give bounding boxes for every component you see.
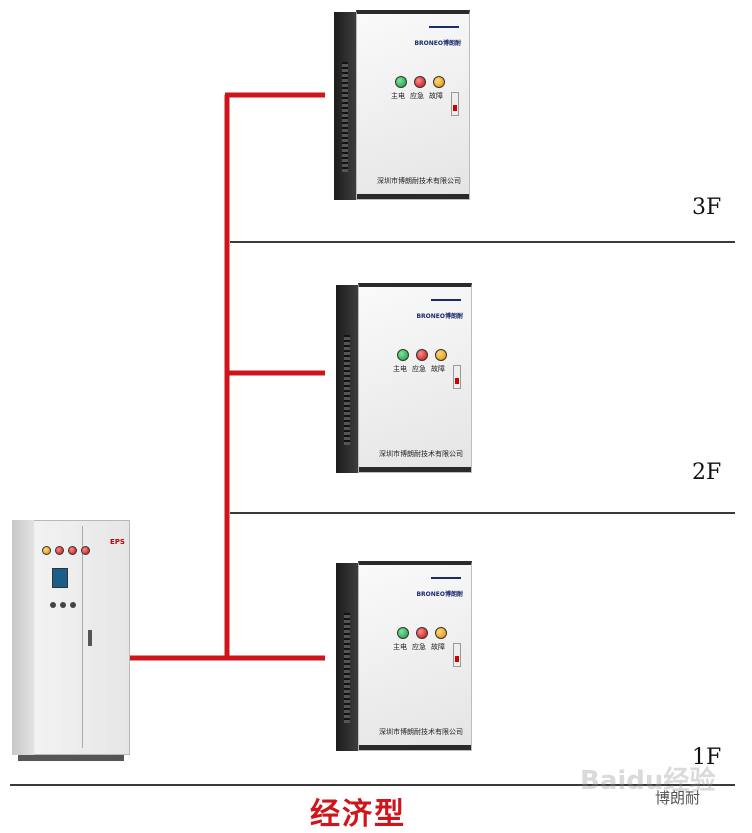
brand-logo-icon bbox=[431, 577, 461, 589]
brand-name: BRONEO博朗耐 bbox=[416, 591, 463, 598]
cabinet-handle-icon bbox=[88, 630, 92, 646]
box-bottom-strip bbox=[359, 745, 471, 750]
amber-lamp-icon bbox=[435, 349, 447, 361]
floor-label-1f: 1F bbox=[692, 745, 722, 770]
lamp-label: 应急 bbox=[412, 365, 426, 373]
box-bottom-strip bbox=[359, 467, 471, 472]
company-name: 深圳市博朗耐技术有限公司 bbox=[377, 177, 461, 185]
knob-icon bbox=[60, 602, 66, 608]
box-front-panel: BRONEO博朗耐 主电 应急 故障 深圳市博朗耐技术有限公司 bbox=[356, 10, 470, 200]
red-lamp-icon bbox=[81, 546, 90, 555]
lamp-label: 应急 bbox=[412, 643, 426, 651]
distribution-box-2f: BRONEO博朗耐 主电 应急 故障 深圳市博朗耐技术有限公司 bbox=[336, 283, 472, 473]
cabinet-side bbox=[12, 520, 34, 755]
company-name: 深圳市博朗耐技术有限公司 bbox=[379, 450, 463, 458]
switch-icon bbox=[453, 643, 461, 667]
amber-lamp-icon bbox=[42, 546, 51, 555]
knob-icon bbox=[50, 602, 56, 608]
amber-lamp-icon bbox=[433, 76, 445, 88]
indicator-lamps bbox=[395, 76, 445, 88]
box-side-vent bbox=[336, 563, 358, 751]
cabinet-label: EPS bbox=[110, 538, 125, 546]
wire-lines bbox=[130, 92, 325, 661]
lamp-label: 主电 bbox=[391, 92, 405, 100]
brand-name: BRONEO博朗耐 bbox=[414, 40, 461, 47]
red-lamp-icon bbox=[414, 76, 426, 88]
floor-line-3f bbox=[230, 241, 735, 243]
company-name: 深圳市博朗耐技术有限公司 bbox=[379, 728, 463, 736]
red-lamp-icon bbox=[416, 627, 428, 639]
knob-icon bbox=[70, 602, 76, 608]
diagram-caption: 经济型 bbox=[310, 797, 406, 832]
distribution-box-3f: BRONEO博朗耐 主电 应急 故障 深圳市博朗耐技术有限公司 bbox=[334, 10, 470, 200]
lamp-label: 故障 bbox=[431, 643, 445, 651]
lamp-labels: 主电 应急 故障 bbox=[391, 91, 443, 101]
cabinet-lamps bbox=[42, 546, 90, 555]
box-bottom-strip bbox=[357, 194, 469, 199]
green-lamp-icon bbox=[395, 76, 407, 88]
switch-icon bbox=[453, 365, 461, 389]
lamp-label: 主电 bbox=[393, 365, 407, 373]
lamp-label: 故障 bbox=[429, 92, 443, 100]
cabinet-knobs bbox=[50, 602, 76, 608]
floor-label-2f: 2F bbox=[692, 460, 722, 485]
cabinet-door-seam bbox=[82, 526, 83, 748]
floor-line-2f bbox=[230, 512, 735, 514]
box-front-panel: BRONEO博朗耐 主电 应急 故障 深圳市博朗耐技术有限公司 bbox=[358, 283, 472, 473]
lamp-label: 主电 bbox=[393, 643, 407, 651]
green-lamp-icon bbox=[397, 627, 409, 639]
amber-lamp-icon bbox=[435, 627, 447, 639]
red-lamp-icon bbox=[55, 546, 64, 555]
brand-logo-icon bbox=[431, 299, 461, 311]
box-front-panel: BRONEO博朗耐 主电 应急 故障 深圳市博朗耐技术有限公司 bbox=[358, 561, 472, 751]
green-lamp-icon bbox=[397, 349, 409, 361]
cabinet-base bbox=[18, 755, 124, 761]
lamp-labels: 主电 应急 故障 bbox=[393, 642, 445, 652]
cabinet-display-icon bbox=[52, 568, 68, 588]
switch-icon bbox=[451, 92, 459, 116]
brand-logo-icon bbox=[429, 26, 459, 38]
box-side-vent bbox=[334, 12, 356, 200]
distribution-box-1f: BRONEO博朗耐 主电 应急 故障 深圳市博朗耐技术有限公司 bbox=[336, 561, 472, 751]
indicator-lamps bbox=[397, 349, 447, 361]
box-side-vent bbox=[336, 285, 358, 473]
eps-cabinet: EPS bbox=[12, 520, 130, 761]
brand-name: BRONEO博朗耐 bbox=[416, 313, 463, 320]
floor-label-3f: 3F bbox=[692, 195, 722, 220]
red-lamp-icon bbox=[416, 349, 428, 361]
lamp-labels: 主电 应急 故障 bbox=[393, 364, 445, 374]
watermark: 博朗耐 bbox=[655, 789, 701, 807]
ground-line bbox=[10, 784, 735, 786]
lamp-label: 故障 bbox=[431, 365, 445, 373]
indicator-lamps bbox=[397, 627, 447, 639]
red-lamp-icon bbox=[68, 546, 77, 555]
lamp-label: 应急 bbox=[410, 92, 424, 100]
watermark-site: Baidu经验 bbox=[580, 766, 716, 796]
